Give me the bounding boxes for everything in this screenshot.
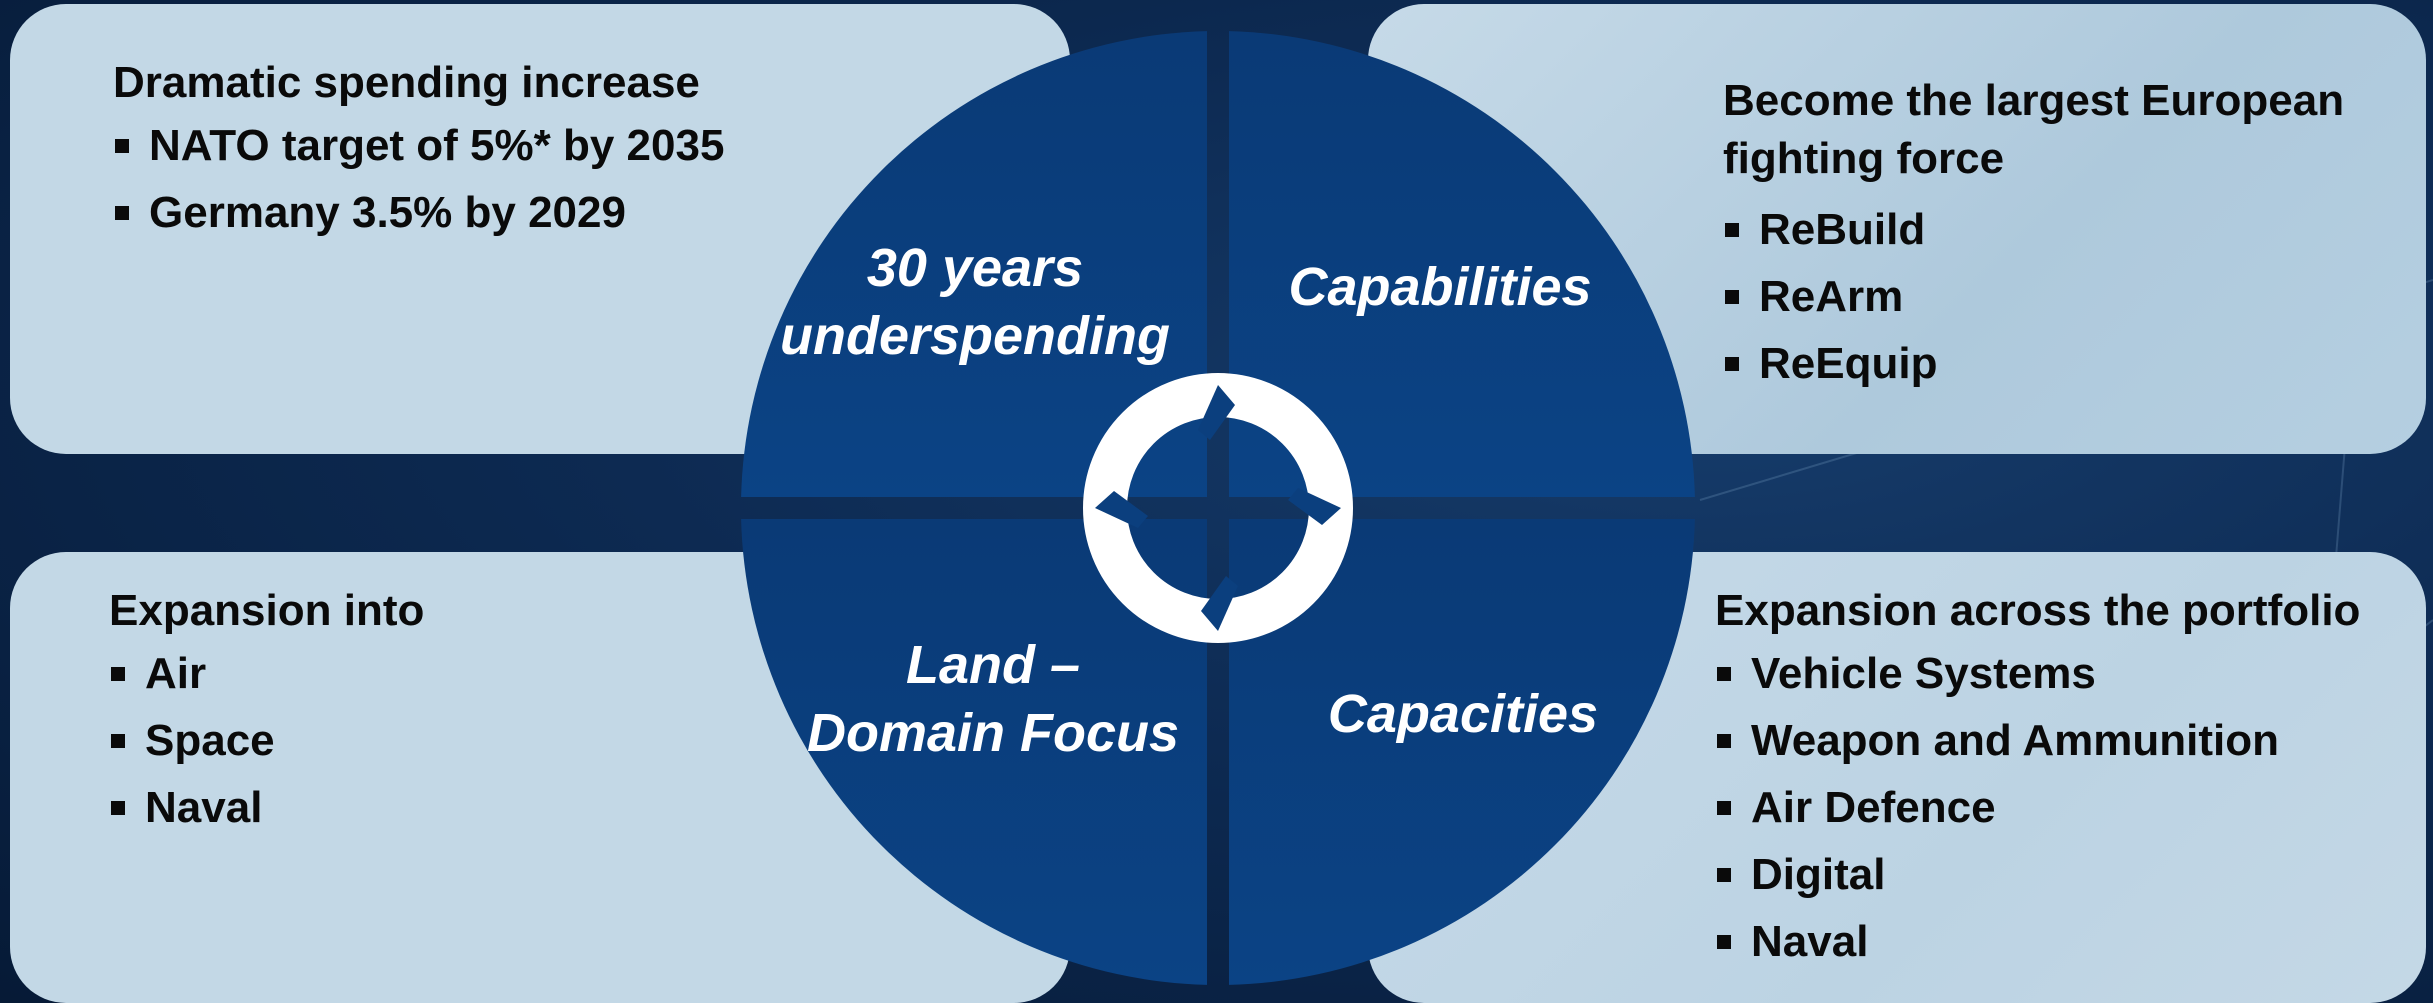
- quadrant-label-capabilities: Capabilities: [1288, 257, 1591, 317]
- quadrant-bottom-left: [741, 519, 1207, 985]
- list-item: Air Defence: [1715, 774, 2426, 841]
- list-item: Naval: [1715, 908, 2426, 975]
- list-item: Digital: [1715, 841, 2426, 908]
- quadrant-bottom-right: [1229, 519, 1695, 985]
- list-item: NATO target of 5%* by 2035: [113, 112, 1070, 179]
- list-item: Space: [109, 707, 1070, 774]
- panel-heading-line: Become the largest European: [1723, 76, 2345, 125]
- cycle-arrows-icon: [1083, 373, 1353, 643]
- list-item: Germany 3.5% by 2029: [113, 179, 1070, 246]
- panel-heading: Expansion into: [109, 586, 425, 635]
- list-item: Vehicle Systems: [1715, 640, 2426, 707]
- list-item: Weapon and Ammunition: [1715, 707, 2426, 774]
- list-item: ReBuild: [1723, 196, 2426, 263]
- quadrant-top-right: [1229, 31, 1695, 497]
- panel-heading-line: fighting force: [1723, 134, 2005, 183]
- list-item: Air: [109, 640, 1070, 707]
- bullet-list: Air Space Naval: [109, 640, 1070, 841]
- quadrant-label-land-domain: Domain Focus: [807, 703, 1179, 763]
- quadrant-label-underspending: 30 years: [867, 238, 1083, 298]
- panel-heading: Become the largest European fighting for…: [1723, 72, 2426, 188]
- quadrant-label-capacities: Capacities: [1328, 684, 1598, 744]
- list-item: ReEquip: [1723, 330, 2426, 397]
- panel-heading: Expansion across the portfolio: [1715, 586, 2361, 635]
- quadrant-top-left: [741, 31, 1207, 497]
- list-item: ReArm: [1723, 263, 2426, 330]
- bullet-list: Vehicle Systems Weapon and Ammunition Ai…: [1715, 640, 2426, 975]
- list-item: Naval: [109, 774, 1070, 841]
- quadrant-label-land-domain: Land –: [906, 635, 1080, 695]
- panel-heading: Dramatic spending increase: [113, 58, 700, 107]
- bullet-list: NATO target of 5%* by 2035 Germany 3.5% …: [113, 112, 1070, 246]
- bullet-list: ReBuild ReArm ReEquip: [1723, 196, 2426, 397]
- quadrant-label-underspending: underspending: [780, 306, 1170, 366]
